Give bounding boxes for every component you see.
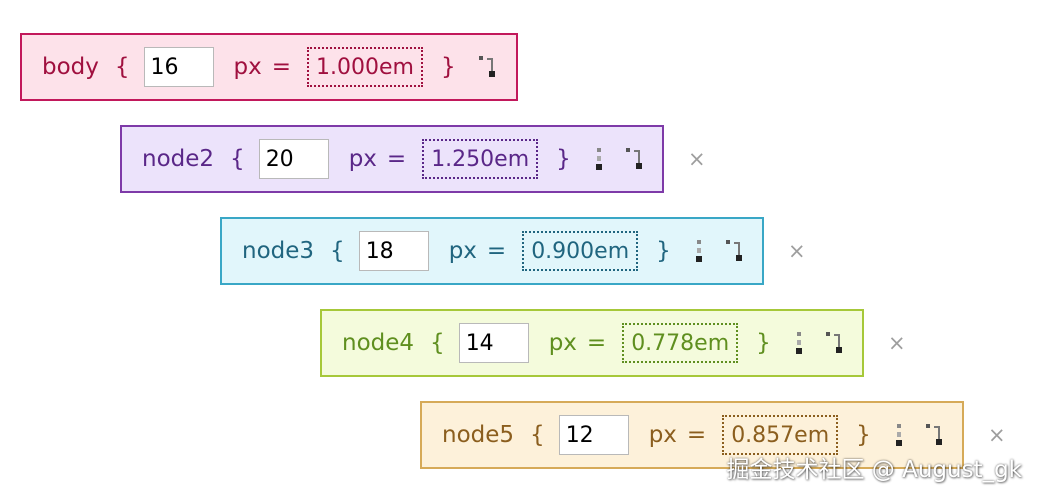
node-selector: body bbox=[42, 54, 99, 80]
em-result: 0.900em bbox=[522, 231, 639, 271]
node-row-node3: node3 { px = 0.900em } bbox=[220, 217, 764, 285]
node-row-node2: node2 { px = 1.250em } bbox=[120, 125, 664, 193]
watermark: 掘金技术社区 @ August_gk bbox=[726, 457, 1022, 483]
px-unit-label: px bbox=[548, 330, 577, 356]
em-result: 1.250em bbox=[422, 139, 539, 179]
close-icon[interactable]: × bbox=[688, 147, 706, 171]
node-row-node4: node4 { px = 0.778em } bbox=[320, 309, 864, 377]
resize-icon[interactable] bbox=[625, 147, 643, 171]
open-brace: { bbox=[530, 422, 545, 448]
close-brace: } bbox=[556, 146, 571, 172]
close-brace: } bbox=[756, 330, 771, 356]
px-unit-label: px bbox=[648, 422, 677, 448]
px-input[interactable] bbox=[458, 323, 529, 363]
px-unit-label: px bbox=[448, 238, 477, 264]
open-brace: { bbox=[230, 146, 245, 172]
equals-sign: = bbox=[686, 422, 707, 448]
open-brace: { bbox=[430, 330, 445, 356]
em-result: 0.778em bbox=[622, 323, 739, 363]
close-brace: } bbox=[440, 54, 456, 80]
resize-icon[interactable] bbox=[478, 55, 496, 79]
resize-icon[interactable] bbox=[725, 239, 743, 263]
node-row-body: body { px = 1.000em } bbox=[20, 33, 518, 101]
equals-sign: = bbox=[386, 146, 407, 172]
close-icon[interactable]: × bbox=[988, 423, 1006, 447]
em-result: 0.857em bbox=[722, 415, 839, 455]
px-input[interactable] bbox=[143, 47, 214, 87]
px-input[interactable] bbox=[358, 231, 429, 271]
px-input[interactable] bbox=[258, 139, 329, 179]
equals-sign: = bbox=[486, 238, 507, 264]
open-brace: { bbox=[114, 54, 130, 80]
close-icon[interactable]: × bbox=[888, 331, 906, 355]
node-row-node5: node5 { px = 0.857em } bbox=[420, 401, 964, 469]
resize-icon[interactable] bbox=[825, 331, 843, 355]
px-unit-label: px bbox=[348, 146, 377, 172]
node-selector: node3 bbox=[242, 238, 315, 264]
close-brace: } bbox=[856, 422, 871, 448]
drag-handle-icon[interactable] bbox=[795, 331, 803, 355]
px-input[interactable] bbox=[558, 415, 629, 455]
resize-icon[interactable] bbox=[925, 423, 943, 447]
equals-sign: = bbox=[271, 54, 292, 80]
drag-handle-icon[interactable] bbox=[695, 239, 703, 263]
close-brace: } bbox=[656, 238, 671, 264]
drag-handle-icon[interactable] bbox=[895, 423, 903, 447]
px-unit-label: px bbox=[233, 54, 262, 80]
open-brace: { bbox=[330, 238, 345, 264]
em-result: 1.000em bbox=[307, 47, 423, 87]
equals-sign: = bbox=[586, 330, 607, 356]
node-selector: node2 bbox=[142, 146, 215, 172]
close-icon[interactable]: × bbox=[788, 239, 806, 263]
node-selector: node5 bbox=[442, 422, 515, 448]
node-selector: node4 bbox=[342, 330, 415, 356]
drag-handle-icon[interactable] bbox=[595, 147, 603, 171]
